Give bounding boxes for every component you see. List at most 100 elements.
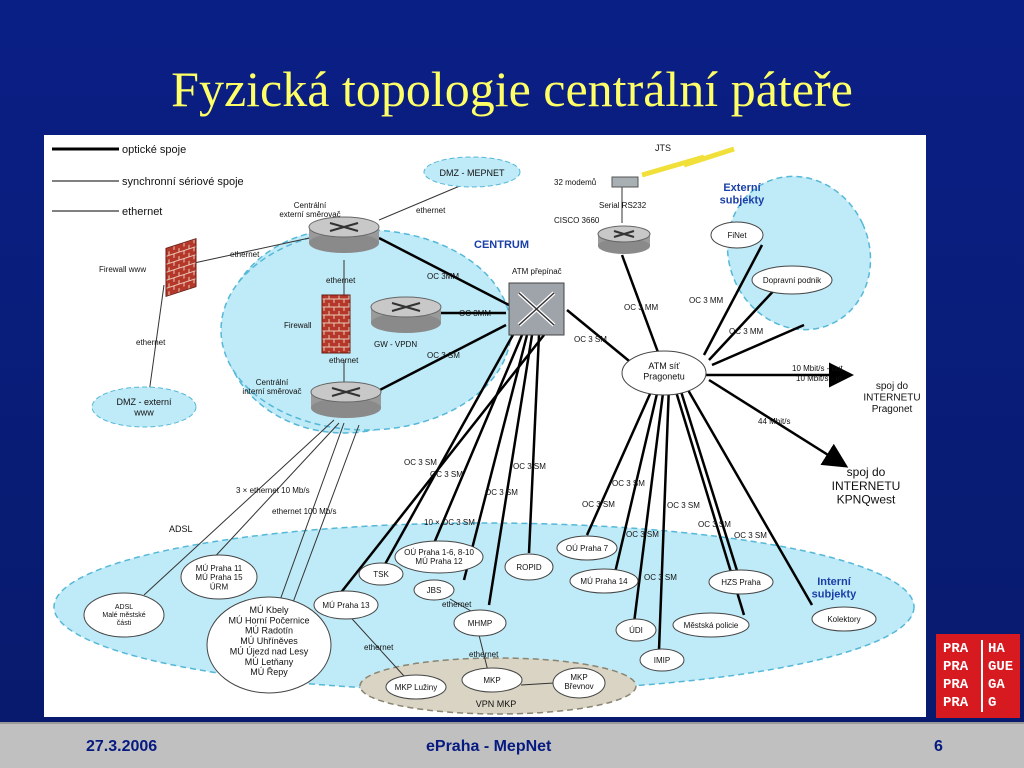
label-mkp-luziny: MKP Lužiny <box>395 683 438 692</box>
cloud-ou7 <box>556 535 618 561</box>
label-speed44: 44 Mbit/s <box>758 417 790 426</box>
label-udi: ÚDI <box>629 626 643 635</box>
cloud-kolektory <box>811 606 877 632</box>
router-int <box>310 381 382 418</box>
label-jts: JTS <box>655 143 671 153</box>
diagram-svg: optické spoje synchronní sériové spoje e… <box>52 143 921 715</box>
optical-links <box>338 236 854 651</box>
legend-ethernet: ethernet <box>122 206 162 218</box>
logo-row-3-right: GA <box>988 677 1005 693</box>
label-oc3mm-5: OC 3 MM <box>729 327 764 336</box>
label-mkp: MKP <box>483 676 500 685</box>
label-oc3sm-7: OC 3 SM <box>612 479 645 488</box>
cloud-dmz-www <box>91 386 197 428</box>
label-oc3sm-13: OC 3 SM <box>644 573 677 582</box>
atm-switch-icon <box>508 282 565 336</box>
label-mu14: MÚ Praha 14 <box>580 577 628 586</box>
cloud-mkp <box>461 667 523 693</box>
label-firewall: Firewall <box>284 321 312 330</box>
label-oc3mm-2: OC 3MM <box>459 309 491 318</box>
cloud-mhmp <box>453 609 507 637</box>
label-oc3sm-4: OC 3 SM <box>430 470 463 479</box>
cloud-shapes <box>83 156 877 700</box>
label-mu13: MÚ Praha 13 <box>322 601 370 610</box>
footer-center: ePraha - MepNet <box>426 738 552 755</box>
logo-row-4-right: G <box>988 695 997 711</box>
legend-optical: optické spoje <box>122 144 186 156</box>
logo-row-1-left: PRA <box>940 640 983 658</box>
label-hzs: HZS Praha <box>721 578 761 587</box>
label-oc3mm-3: OC 3 MM <box>624 303 659 312</box>
label-firewall-www: Firewall www <box>99 265 146 274</box>
cloud-ou16 <box>394 540 484 574</box>
firewall-www-icon <box>165 237 197 298</box>
cloud-hzs <box>708 569 774 595</box>
label-eth-4: ethernet <box>326 276 356 285</box>
label-eth-2: ethernet <box>136 338 166 347</box>
label-speed-out: 10 Mbit/s - out <box>792 364 843 373</box>
label-oc3sm-3: OC 3 SM <box>404 458 437 467</box>
label-mestska: Městská policie <box>684 621 739 630</box>
label-adsl: ADSL <box>169 524 193 534</box>
label-oc3sm-11: OC 3 SM <box>626 530 659 539</box>
cloud-imip <box>639 648 685 672</box>
cloud-kbely <box>206 596 332 694</box>
cloud-tsk <box>358 562 404 586</box>
label-eth-8: ethernet <box>469 650 499 659</box>
cloud-mestska <box>672 612 750 638</box>
router-ext <box>308 216 380 253</box>
label-zone-centrum: CENTRUM <box>474 239 529 251</box>
network-topology-diagram: optické spoje synchronní sériové spoje e… <box>44 135 926 717</box>
cloud-mu14 <box>569 568 639 594</box>
label-ou7: OÚ Praha 7 <box>566 544 609 553</box>
label-dmz-mepnet: DMZ - MEPNET <box>440 168 505 178</box>
legend-serial: synchronní sériové spoje <box>122 176 244 188</box>
label-atm-switch: ATM přepínač <box>512 267 562 276</box>
footer-page-number: 6 <box>934 738 943 755</box>
logo-row-2-left: PRA <box>940 658 983 676</box>
router-cisco <box>597 225 651 254</box>
label-jbs: JBS <box>427 586 442 595</box>
label-oc3sm-5: OC 3 SM <box>513 462 546 471</box>
label-oc3mm-1: OC 3MM <box>427 272 459 281</box>
slide-footer: 27.3.2006 ePraha - MepNet 6 <box>0 722 1024 768</box>
label-ten-oc3: 10 × OC 3 SM <box>424 518 475 527</box>
slide-title: Fyzická topologie centrální páteře <box>171 61 853 117</box>
logo-row-4-left: PRA <box>940 694 983 712</box>
label-eth-3: ethernet <box>416 206 446 215</box>
label-three-eth: 3 × ethernet 10 Mb/s <box>236 486 310 495</box>
cloud-dmz-mepnet <box>423 156 521 188</box>
cloud-adsl <box>83 592 165 638</box>
zone-externi <box>726 175 872 331</box>
cloud-finet <box>710 221 764 249</box>
cloud-mkp-brevnov <box>552 667 606 699</box>
cloud-ropid <box>504 553 554 581</box>
label-speed-in: 10 Mbit/s - in <box>796 374 842 383</box>
modem-icon <box>611 176 639 188</box>
firewall-icon <box>321 294 351 354</box>
cloud-udi <box>615 618 657 642</box>
thin-links <box>143 179 623 688</box>
label-cisco: CISCO 3660 <box>554 216 600 225</box>
label-gw-vpdn: GW - VPDN <box>374 340 417 349</box>
label-oc3mm-4: OC 3 MM <box>689 296 724 305</box>
label-kolektory: Kolektory <box>827 615 860 624</box>
label-imip: IMIP <box>654 656 670 665</box>
label-eth-1: ethernet <box>230 250 260 259</box>
cloud-mu13 <box>313 590 379 620</box>
jts-lightning-icon <box>641 146 735 178</box>
router-gw <box>370 296 442 333</box>
label-oc3sm-8: OC 3 SM <box>582 500 615 509</box>
label-dopravni: Dopravní podnik <box>763 276 822 285</box>
label-oc3sm-12: OC 3 SM <box>734 531 767 540</box>
label-finet: FiNet <box>727 231 747 240</box>
